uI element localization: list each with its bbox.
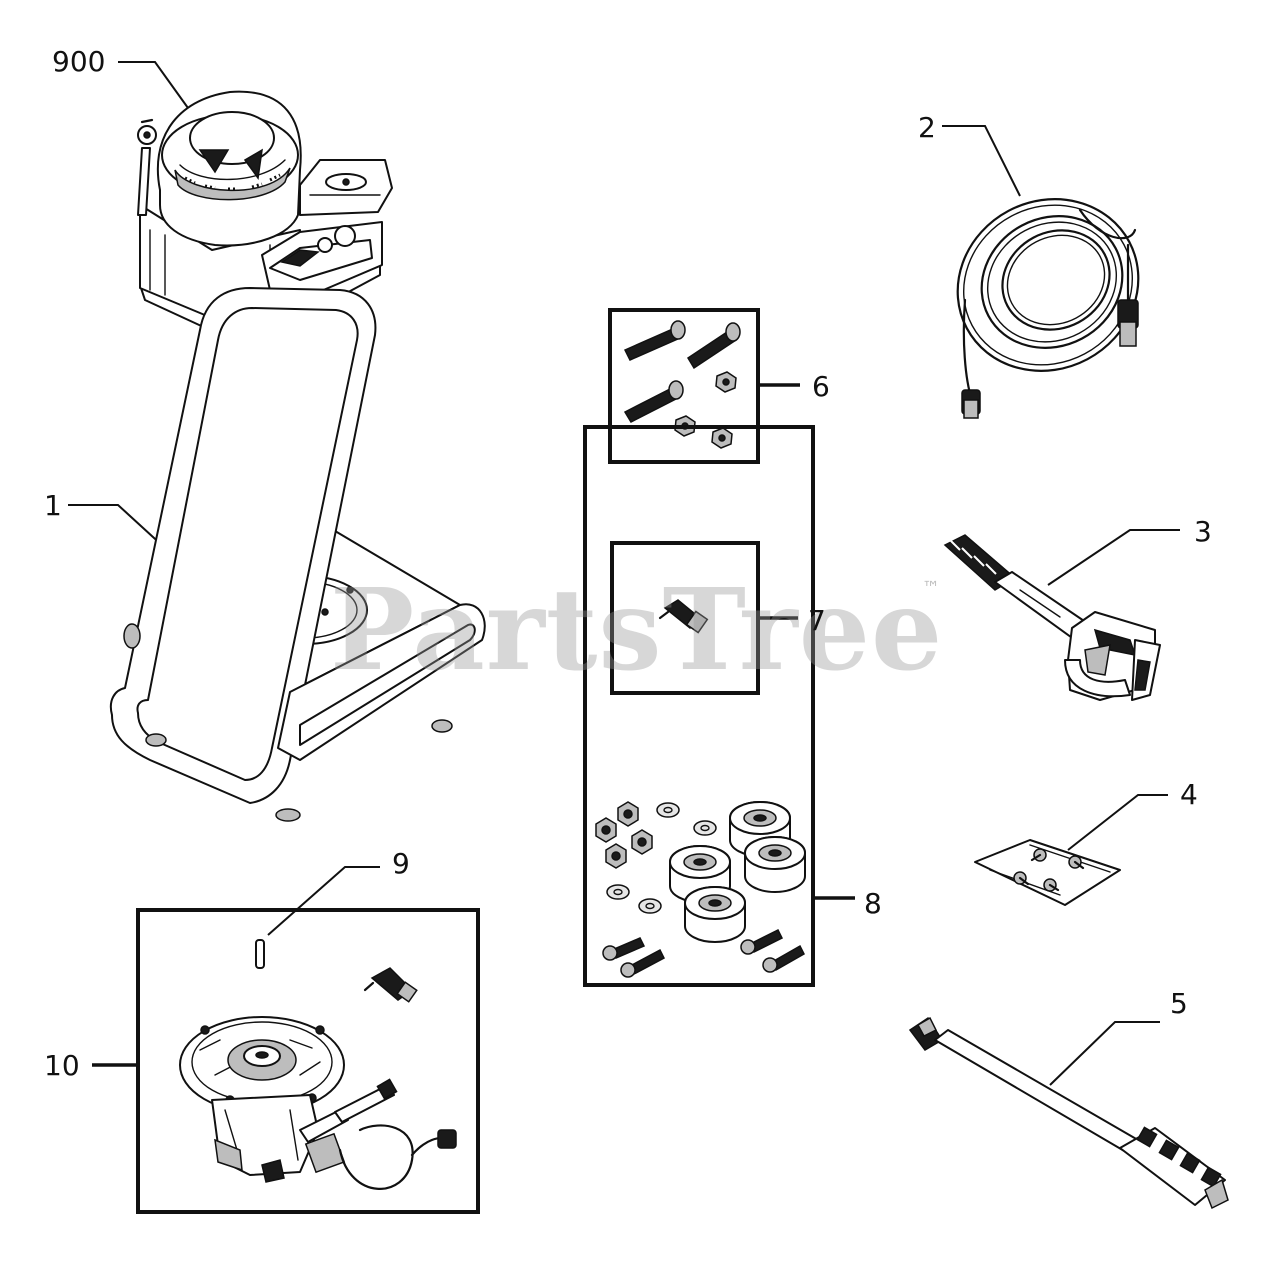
callout-3[interactable]: 3 xyxy=(1194,515,1212,548)
callout-1[interactable]: 1 xyxy=(44,489,62,522)
part-engine-900[interactable] xyxy=(118,61,393,331)
callout-9[interactable]: 9 xyxy=(392,847,410,880)
callout-2[interactable]: 2 xyxy=(918,111,936,144)
trademark-symbol: ™ xyxy=(922,578,940,599)
callout-7[interactable]: 7 xyxy=(808,604,826,637)
watermark: PartsTree xyxy=(330,565,944,696)
callout-8[interactable]: 8 xyxy=(864,887,882,920)
part-wheel-kit-8[interactable] xyxy=(583,425,855,987)
part-hardware-bag-4[interactable] xyxy=(974,794,1168,906)
part-wand-5[interactable] xyxy=(908,1016,1229,1210)
callout-900[interactable]: 900 xyxy=(52,45,106,78)
part-spray-gun-3[interactable] xyxy=(943,529,1180,701)
callout-4[interactable]: 4 xyxy=(1180,778,1198,811)
part-pin-9[interactable] xyxy=(255,866,380,969)
part-bolt-kit-6[interactable] xyxy=(608,308,800,464)
callout-10[interactable]: 10 xyxy=(44,1049,80,1082)
part-pump-10[interactable] xyxy=(92,866,480,1214)
callout-6[interactable]: 6 xyxy=(812,370,830,403)
part-fitting-7[interactable] xyxy=(610,541,798,695)
part-hose-2[interactable] xyxy=(927,125,1168,419)
part-frame-1[interactable] xyxy=(68,287,486,822)
callout-5[interactable]: 5 xyxy=(1170,987,1188,1020)
